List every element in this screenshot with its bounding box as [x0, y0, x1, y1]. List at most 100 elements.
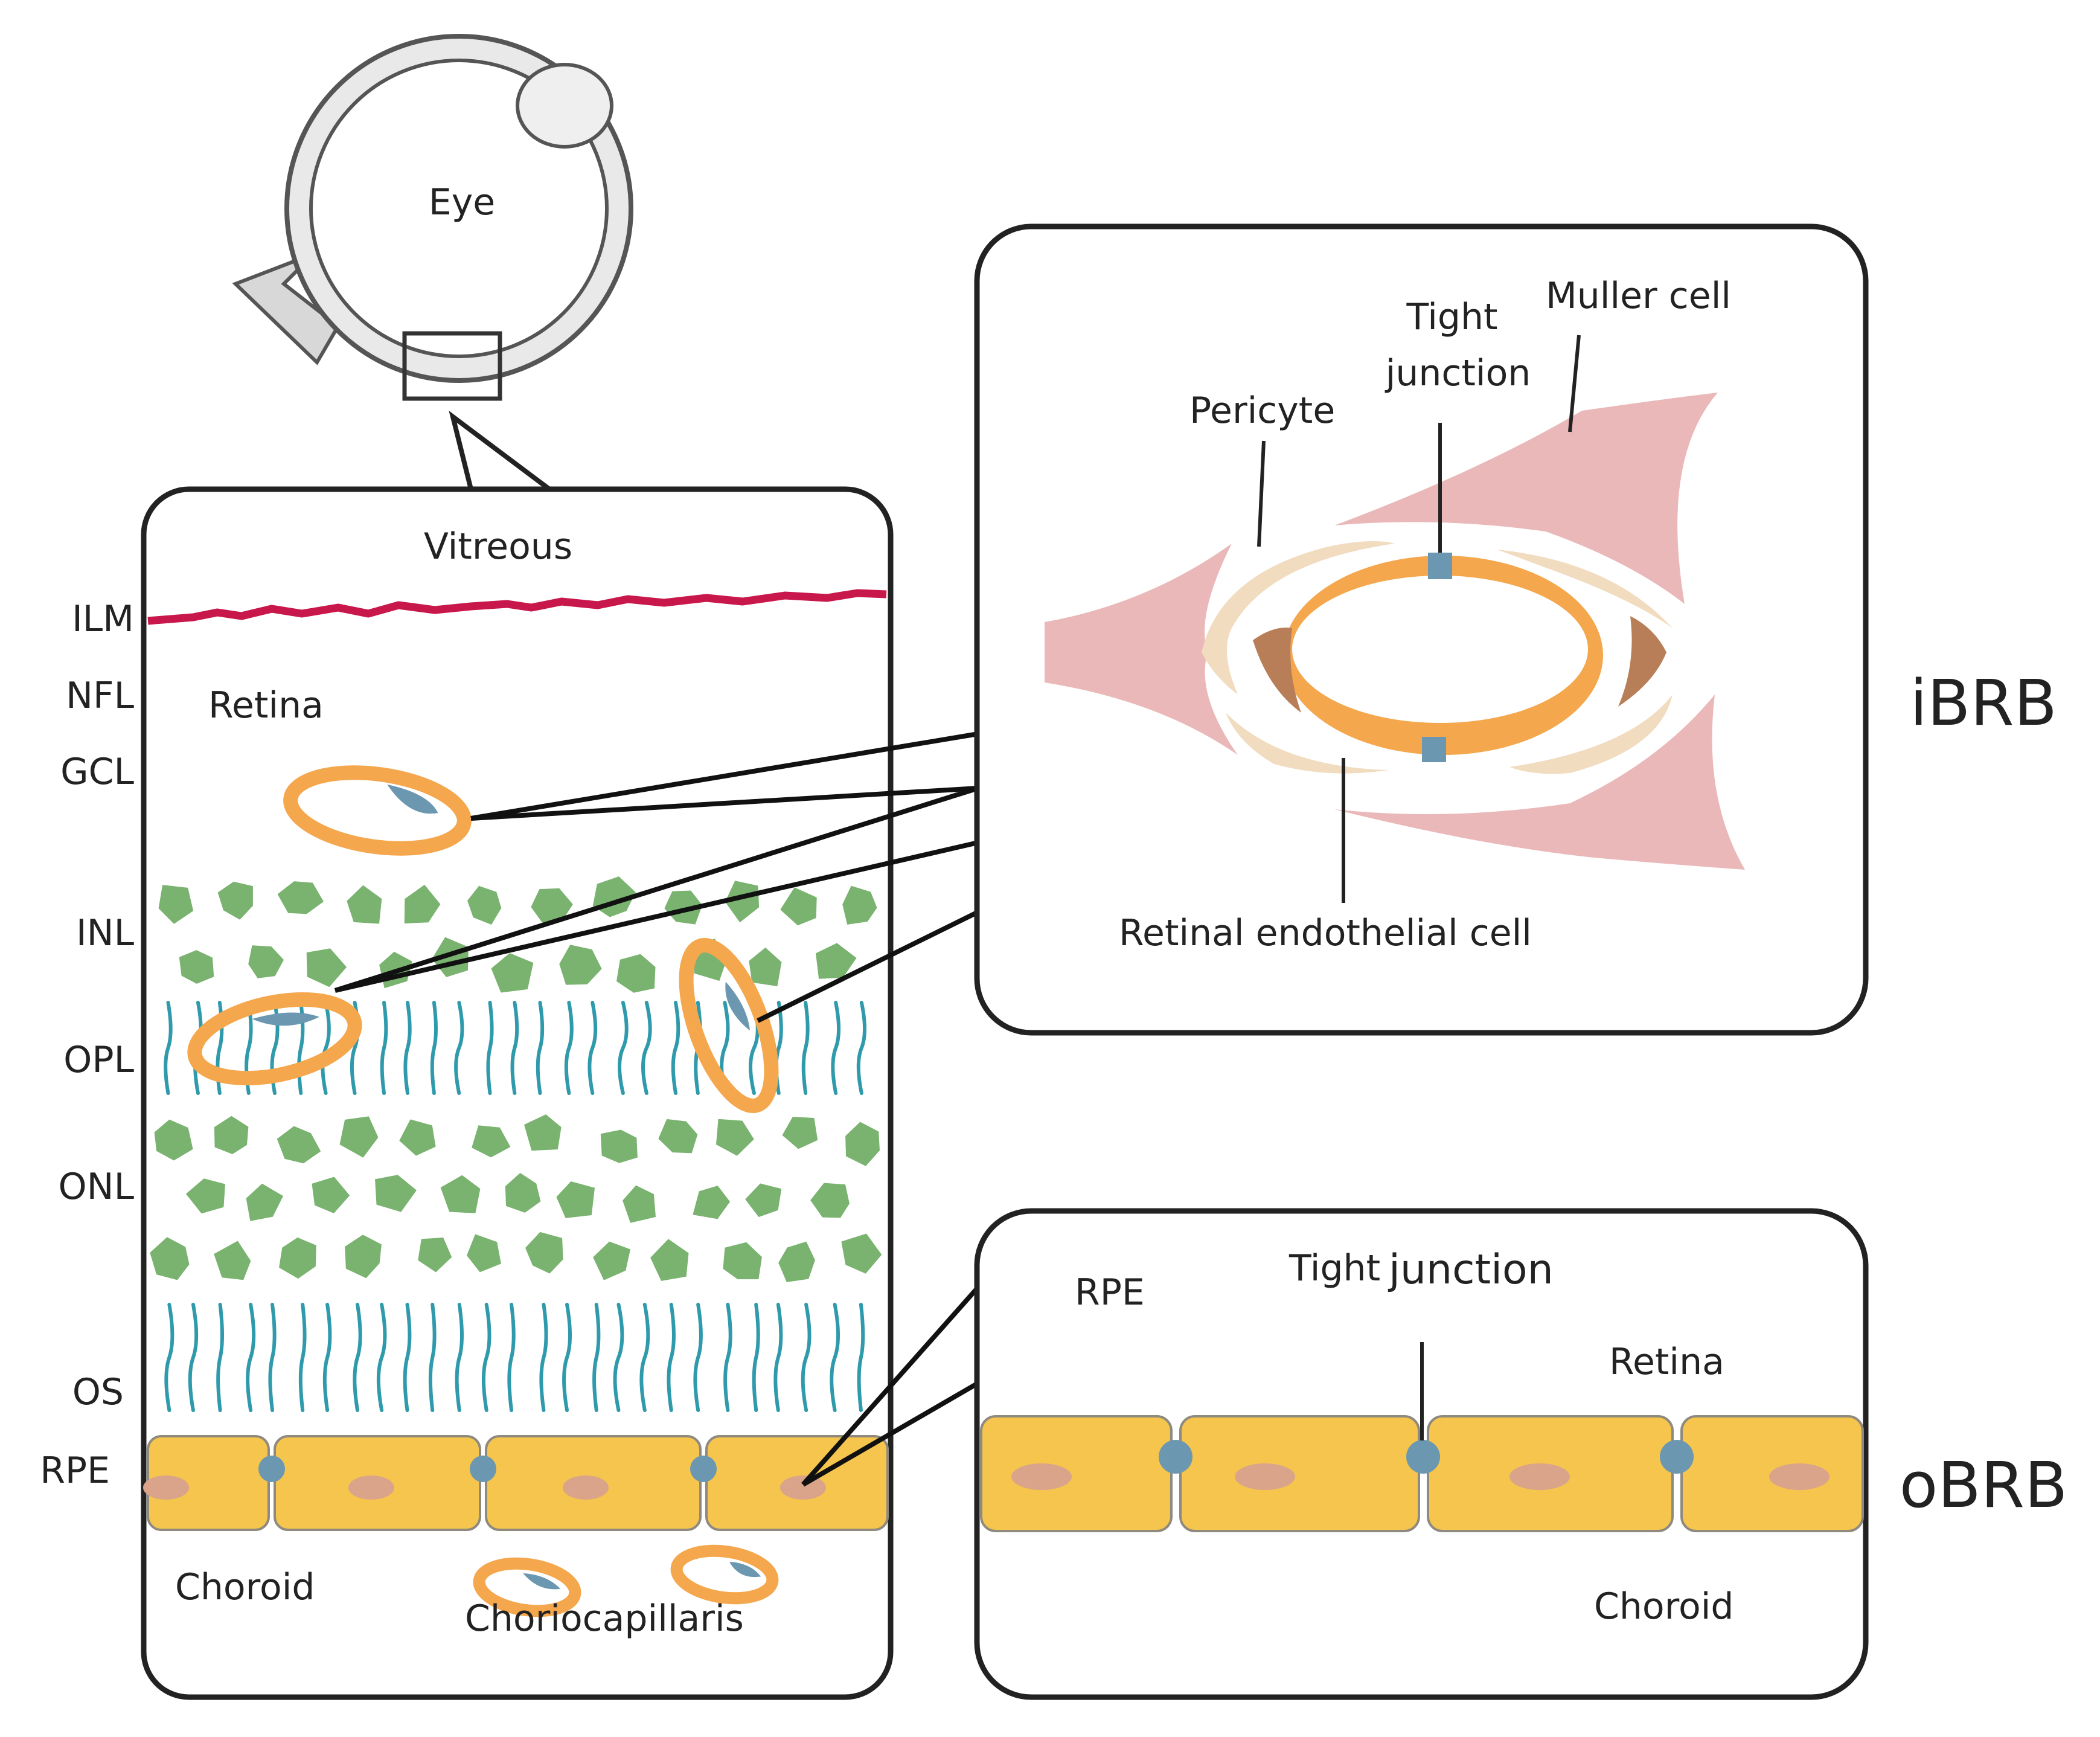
obrb-rpe-cell	[1179, 1415, 1420, 1532]
nucleus-cell	[556, 1181, 595, 1218]
rpe-nucleus	[143, 1475, 189, 1500]
nucleus-cell	[693, 1186, 730, 1219]
photoreceptor-process	[801, 1001, 810, 1095]
nucleus-cell	[531, 888, 573, 923]
nucleus-cell	[347, 885, 382, 924]
photoreceptor-process	[641, 1001, 652, 1095]
ibrb-junction-label: junction	[1385, 352, 1531, 394]
photoreceptor-process	[353, 1303, 362, 1412]
rpe-nucleus	[563, 1475, 609, 1500]
layer-label-opl: OPL	[63, 1039, 134, 1081]
nucleus-cell	[745, 1183, 782, 1218]
layer-label-inl: INL	[76, 912, 135, 954]
photoreceptor-process	[376, 1303, 387, 1412]
ibrb-panel: Tight junction Muller cell Pericyte Reti…	[974, 223, 1869, 1036]
rpe-layer	[143, 1435, 889, 1531]
opl-capillary-vertical	[679, 938, 779, 1113]
nucleus-cell	[725, 881, 760, 923]
nucleus-cell	[345, 1235, 382, 1279]
pericyte-leader	[1257, 440, 1266, 547]
photoreceptor-process	[507, 1303, 516, 1412]
obrb-callout-lines	[801, 1279, 986, 1487]
photoreceptor-process	[322, 1303, 332, 1412]
layer-label-os: OS	[72, 1371, 124, 1413]
photoreceptor-process	[723, 1303, 732, 1412]
muller-cell-leader	[1568, 335, 1581, 432]
nucleus-cell	[467, 885, 502, 925]
photoreceptor-process	[830, 1303, 840, 1412]
nucleus-cell	[277, 881, 324, 914]
eye-lens	[516, 63, 613, 149]
endothelial-tight-junction	[1428, 553, 1452, 579]
nucleus-cell	[246, 1183, 283, 1221]
inner-nuclear-layer	[158, 876, 877, 993]
photoreceptor-process	[428, 1303, 437, 1412]
photoreceptor-process	[693, 1303, 703, 1412]
nucleus-cell	[780, 887, 817, 926]
nucleus-cell	[810, 1183, 850, 1218]
nucleus-cell	[600, 1129, 638, 1163]
eyeball: Eye	[232, 34, 633, 401]
optic-nerve-stub	[232, 252, 341, 365]
muller-cell	[1334, 695, 1745, 870]
photoreceptor-process	[298, 1303, 307, 1412]
obrb-junction-label: junction	[1388, 1246, 1554, 1294]
obrb-rpe-nucleus	[1235, 1463, 1295, 1490]
photoreceptor-process	[539, 1303, 548, 1412]
photoreceptor-process	[856, 1001, 866, 1095]
photoreceptor-process	[380, 1001, 388, 1095]
nucleus-cell	[845, 1122, 880, 1166]
nucleus-cell	[816, 943, 857, 979]
nucleus-cell	[524, 1114, 562, 1151]
obrb-retina-label: Retina	[1609, 1341, 1724, 1383]
photoreceptor-process	[246, 1303, 256, 1412]
photoreceptor-process	[486, 1001, 494, 1095]
retinal-endothelial-cell-label: Retinal endothelial cell	[1119, 912, 1532, 954]
nucleus-cell	[375, 1175, 417, 1212]
nucleus-cell	[214, 1116, 249, 1154]
photoreceptor-process	[564, 1001, 574, 1095]
pericyte	[1202, 541, 1395, 695]
nucleus-cell	[154, 1119, 193, 1161]
obrb-rpe-nucleus	[1769, 1463, 1829, 1490]
endothelial-tight-junction	[1422, 737, 1446, 762]
obrb-tight-label: Tight	[1288, 1247, 1380, 1289]
photoreceptor-process	[164, 1303, 174, 1412]
choriocapillaris-vessel	[670, 1544, 779, 1605]
photoreceptor-process	[752, 1303, 760, 1412]
muller-cell-label: Muller cell	[1546, 275, 1731, 317]
nucleus-cell	[723, 1242, 762, 1280]
nucleus-cell	[279, 1237, 316, 1279]
nucleus-cell	[616, 954, 656, 993]
rpe-tight-junction	[258, 1456, 285, 1482]
photoreceptor-process	[592, 1303, 601, 1412]
rpe-tight-junction	[690, 1456, 717, 1482]
nucleus-cell	[399, 1119, 436, 1156]
rpe-nucleus	[780, 1475, 826, 1500]
nucleus-cell	[559, 945, 602, 985]
rpe-tight-junction	[470, 1456, 496, 1482]
endothelial-nucleus	[1253, 628, 1301, 713]
choriocapillaris-label: Choriocapillaris	[465, 1597, 744, 1640]
photoreceptor-process	[667, 1303, 676, 1412]
obrb-rpe-label: RPE	[1075, 1271, 1145, 1314]
gcl-capillary	[283, 765, 472, 856]
photoreceptor-process	[562, 1303, 572, 1412]
nucleus-cell	[664, 890, 703, 925]
vitreous-label: Vitreous	[424, 525, 572, 568]
photoreceptor-process	[587, 1001, 598, 1095]
nucleus-cell	[179, 950, 214, 984]
obrb-tight-junction	[1660, 1440, 1694, 1474]
eye-zoom-box	[402, 331, 502, 401]
nucleus-cell	[841, 1233, 882, 1274]
photoreceptor-process	[188, 1303, 199, 1412]
outer-plexiform-layer	[164, 1001, 866, 1095]
obrb-rpe-nucleus	[1011, 1463, 1072, 1490]
nucleus-cell	[150, 1237, 190, 1280]
choroid-label: Choroid	[175, 1566, 315, 1608]
nucleus-cell	[778, 1241, 815, 1282]
muller-cell	[1334, 393, 1718, 604]
photoreceptor-process	[618, 1001, 629, 1095]
photoreceptor-process	[321, 1001, 331, 1095]
